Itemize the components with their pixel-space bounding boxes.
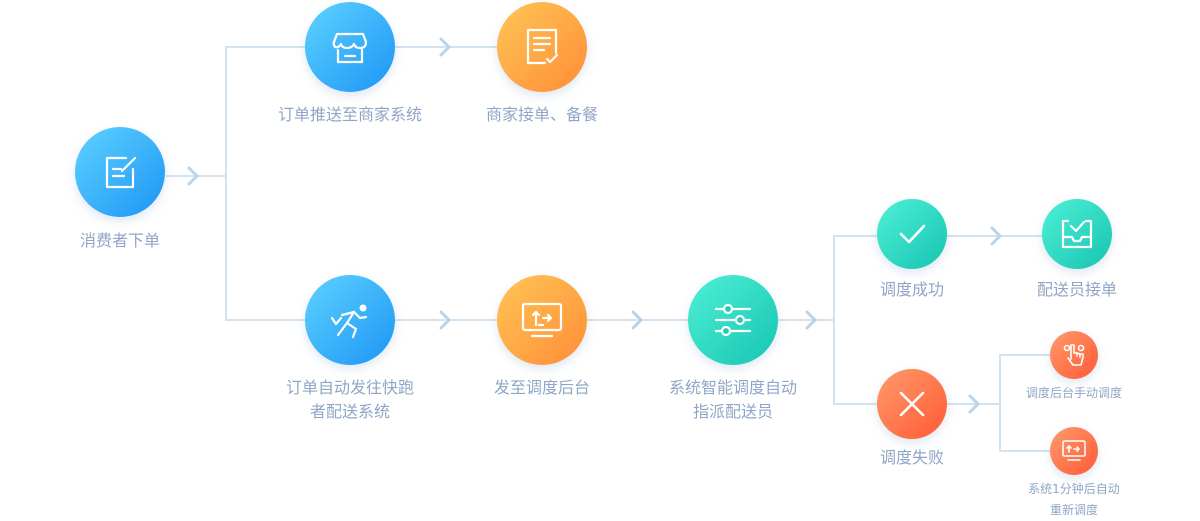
- label-merchant-accept: 商家接单、备餐: [485, 105, 598, 124]
- label-auto-redispatch: 系统1分钟后自动 重新调度: [1014, 479, 1134, 521]
- monitor-upload-icon: [521, 302, 563, 338]
- label-auto-dispatch-line1: 订单自动发往快跑: [285, 378, 414, 397]
- arrow-1: [187, 166, 199, 186]
- checklist-document-icon: [526, 28, 559, 65]
- label-auto-redispatch-line1: 系统1分钟后自动: [1028, 482, 1120, 496]
- node-merchant-accept: [497, 2, 587, 92]
- label-dispatch-success: 调度成功: [879, 280, 944, 299]
- connector-split-success: [833, 235, 878, 320]
- node-manual-dispatch-circle: [1050, 331, 1098, 379]
- inbox-check-icon: [1061, 219, 1093, 249]
- label-smart-dispatch-line2: 指派配送员: [692, 402, 773, 421]
- edit-note-icon: [105, 156, 137, 189]
- label-dispatch-fail: 调度失败: [879, 448, 944, 467]
- monitor-refresh-icon: [1062, 440, 1086, 461]
- arrow-3: [439, 310, 451, 330]
- label-auto-redispatch-line2: 重新调度: [1049, 503, 1098, 517]
- running-person-icon: [330, 304, 368, 339]
- connector-split-fail: [833, 320, 878, 405]
- label-consumer: 消费者下单: [79, 231, 160, 250]
- node-courier-accept-circle: [1042, 199, 1112, 269]
- label-smart-dispatch-line1: 系统智能调度自动: [668, 378, 797, 397]
- node-smart-dispatch: [688, 275, 778, 365]
- label-dispatch-backend: 发至调度后台: [493, 378, 590, 397]
- node-push-merchant: [305, 2, 395, 92]
- node-auto-redispatch: [1050, 427, 1098, 475]
- node-dispatch-fail: [877, 369, 947, 439]
- node-manual-dispatch: [1050, 331, 1098, 379]
- label-smart-dispatch: 系统智能调度自动 指派配送员: [633, 376, 833, 424]
- connector-fail-auto: [999, 404, 1050, 452]
- label-courier-accept: 配送员接单: [1036, 280, 1117, 299]
- arrow-2: [439, 37, 451, 57]
- connector-fail-manual: [999, 354, 1050, 404]
- arrow-4: [631, 310, 643, 330]
- sliders-icon: [714, 303, 752, 337]
- node-dispatch-backend-circle: [497, 275, 587, 365]
- node-dispatch-success: [877, 199, 947, 269]
- close-x-icon: [899, 391, 925, 417]
- node-auto-redispatch-circle: [1050, 427, 1098, 475]
- node-dispatch-backend: [497, 275, 587, 365]
- label-auto-dispatch-line2: 者配送系统: [309, 402, 390, 421]
- connector-lines: [166, 46, 1050, 452]
- node-consumer-circle: [75, 127, 165, 217]
- connector-branch-top: [225, 46, 306, 176]
- label-manual-dispatch: 调度后台手动调度: [1025, 386, 1122, 400]
- node-merchant-accept-circle: [497, 2, 587, 92]
- node-courier-accept: [1042, 199, 1112, 269]
- checkmark-icon: [899, 224, 926, 244]
- label-push-merchant: 订单推送至商家系统: [277, 105, 422, 124]
- label-auto-dispatch: 订单自动发往快跑 者配送系统: [250, 376, 450, 424]
- node-auto-dispatch: [305, 275, 395, 365]
- storefront-icon: [332, 32, 368, 64]
- hand-tap-icon: [1063, 344, 1085, 366]
- node-dispatch-success-circle: [877, 199, 947, 269]
- connector-branch-bottom: [225, 176, 306, 321]
- arrow-5: [805, 310, 817, 330]
- arrow-7: [968, 394, 980, 414]
- arrow-6: [990, 226, 1002, 246]
- arrow-markers: [187, 37, 1002, 414]
- node-consumer: [75, 127, 165, 217]
